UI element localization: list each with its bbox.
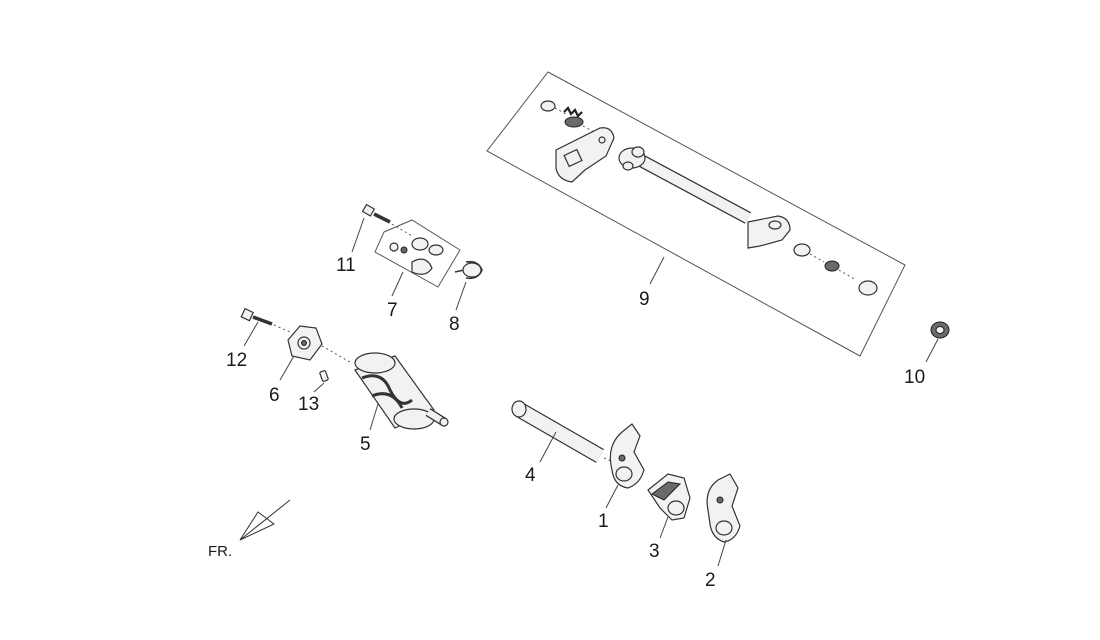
callout-7: 7 [387, 300, 398, 321]
circlip [824, 260, 840, 272]
callout-8: 8 [449, 314, 460, 335]
shift-fork-1 [609, 423, 645, 489]
bolt-11 [361, 203, 391, 224]
shift-drum-5 [354, 352, 449, 430]
leader-lines [243, 217, 939, 567]
washer [793, 243, 811, 257]
stopper-arm [411, 258, 433, 275]
front-direction-arrow [239, 499, 291, 541]
o-ring-small [540, 100, 556, 112]
callout-10: 10 [904, 367, 925, 388]
callout-4: 4 [525, 465, 536, 486]
callout-3: 3 [649, 541, 660, 562]
stopper-assembly [361, 203, 461, 288]
callout-9: 9 [639, 289, 650, 310]
assembly-frame-7 [374, 219, 461, 288]
shift-fork-3 [647, 473, 691, 521]
shift-shaft [618, 146, 752, 224]
callout-5: 5 [360, 434, 371, 455]
callout-6: 6 [269, 385, 280, 406]
seal-10 [930, 321, 950, 339]
callout-1: 1 [598, 511, 609, 532]
callout-12: 12 [226, 350, 247, 371]
return-spring [563, 106, 584, 128]
callout-2: 2 [705, 570, 716, 591]
pin-13 [319, 370, 329, 382]
shift-fork-2 [706, 473, 741, 543]
oil-seal [858, 280, 878, 296]
callout-11: 11 [336, 255, 356, 276]
assembly-frame-9 [486, 71, 906, 357]
stopper-spring-8 [454, 260, 483, 280]
drum-plate-6 [287, 325, 323, 361]
fork-shaft-4 [511, 400, 604, 463]
shift-shaft-assembly [486, 71, 906, 357]
callout-13: 13 [298, 394, 319, 415]
front-label: FR. [208, 543, 232, 560]
shift-arm [747, 215, 791, 249]
bolt-12 [240, 307, 273, 326]
